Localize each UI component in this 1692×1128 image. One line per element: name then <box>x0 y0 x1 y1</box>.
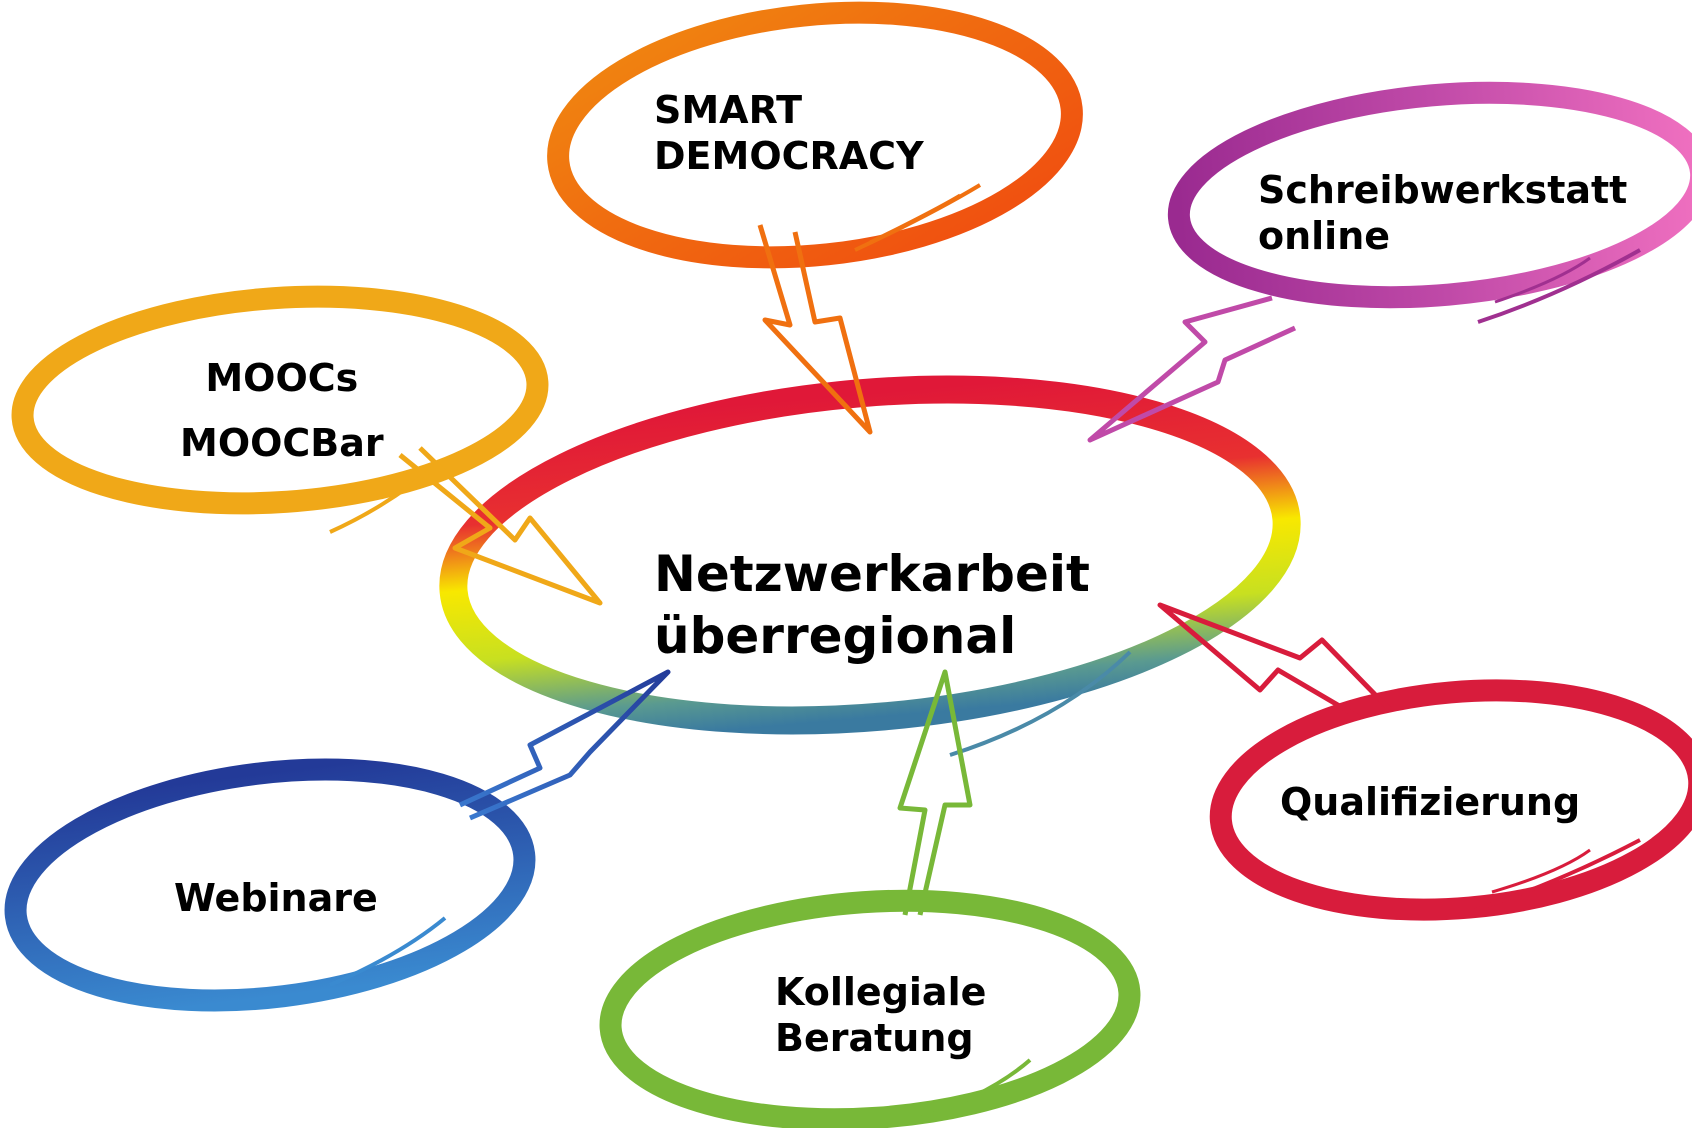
webinare-arrow <box>458 669 671 821</box>
qualifizierung-line1: Qualifizierung <box>1280 780 1581 824</box>
qualifizierung-label: Qualifizierung <box>1280 780 1580 826</box>
center-ellipse <box>439 375 1301 757</box>
smart-democracy-line2: DEMOCRACY <box>654 133 924 178</box>
smart-democracy-label: SMART DEMOCRACY <box>654 88 924 179</box>
webinare-bubble <box>4 758 536 1012</box>
webinare-label: Webinare <box>174 876 378 922</box>
qualifizierung-bubble <box>1209 679 1692 921</box>
moocs-line1: MOOCs <box>205 356 359 400</box>
schreibwerkstatt-arrow <box>1087 295 1297 443</box>
kollegiale-beratung-line2: Beratung <box>775 1015 974 1060</box>
moocs-bubble <box>11 285 549 534</box>
kollegiale-beratung-line1: Kollegiale <box>775 970 987 1014</box>
moocs-arrow <box>398 446 603 606</box>
qualifizierung-arrow <box>1157 602 1392 721</box>
schreibwerkstatt-bubble <box>1167 81 1692 324</box>
smart-democracy-line1: SMART <box>654 88 803 132</box>
moocs-label: MOOCs MOOCBar <box>180 346 384 475</box>
center-label-line1: Netzwerkarbeit <box>654 545 1090 603</box>
webinare-line1: Webinare <box>174 876 378 920</box>
smart-democracy-bubble <box>547 1 1083 269</box>
center-label: Netzwerkarbeit überregional <box>654 544 1090 667</box>
kollegiale-beratung-label: Kollegiale Beratung <box>775 970 986 1061</box>
schreibwerkstatt-line1: Schreibwerkstatt <box>1258 168 1628 212</box>
moocs-line2: MOOCBar <box>180 420 384 465</box>
kollegiale-beratung-arrow <box>897 669 973 916</box>
center-label-line2: überregional <box>654 606 1017 665</box>
smart-democracy-arrow <box>757 224 873 435</box>
schreibwerkstatt-label: Schreibwerkstatt online <box>1258 168 1627 259</box>
schreibwerkstatt-line2: online <box>1258 213 1391 258</box>
kollegiale-beratung-bubble <box>599 889 1141 1128</box>
